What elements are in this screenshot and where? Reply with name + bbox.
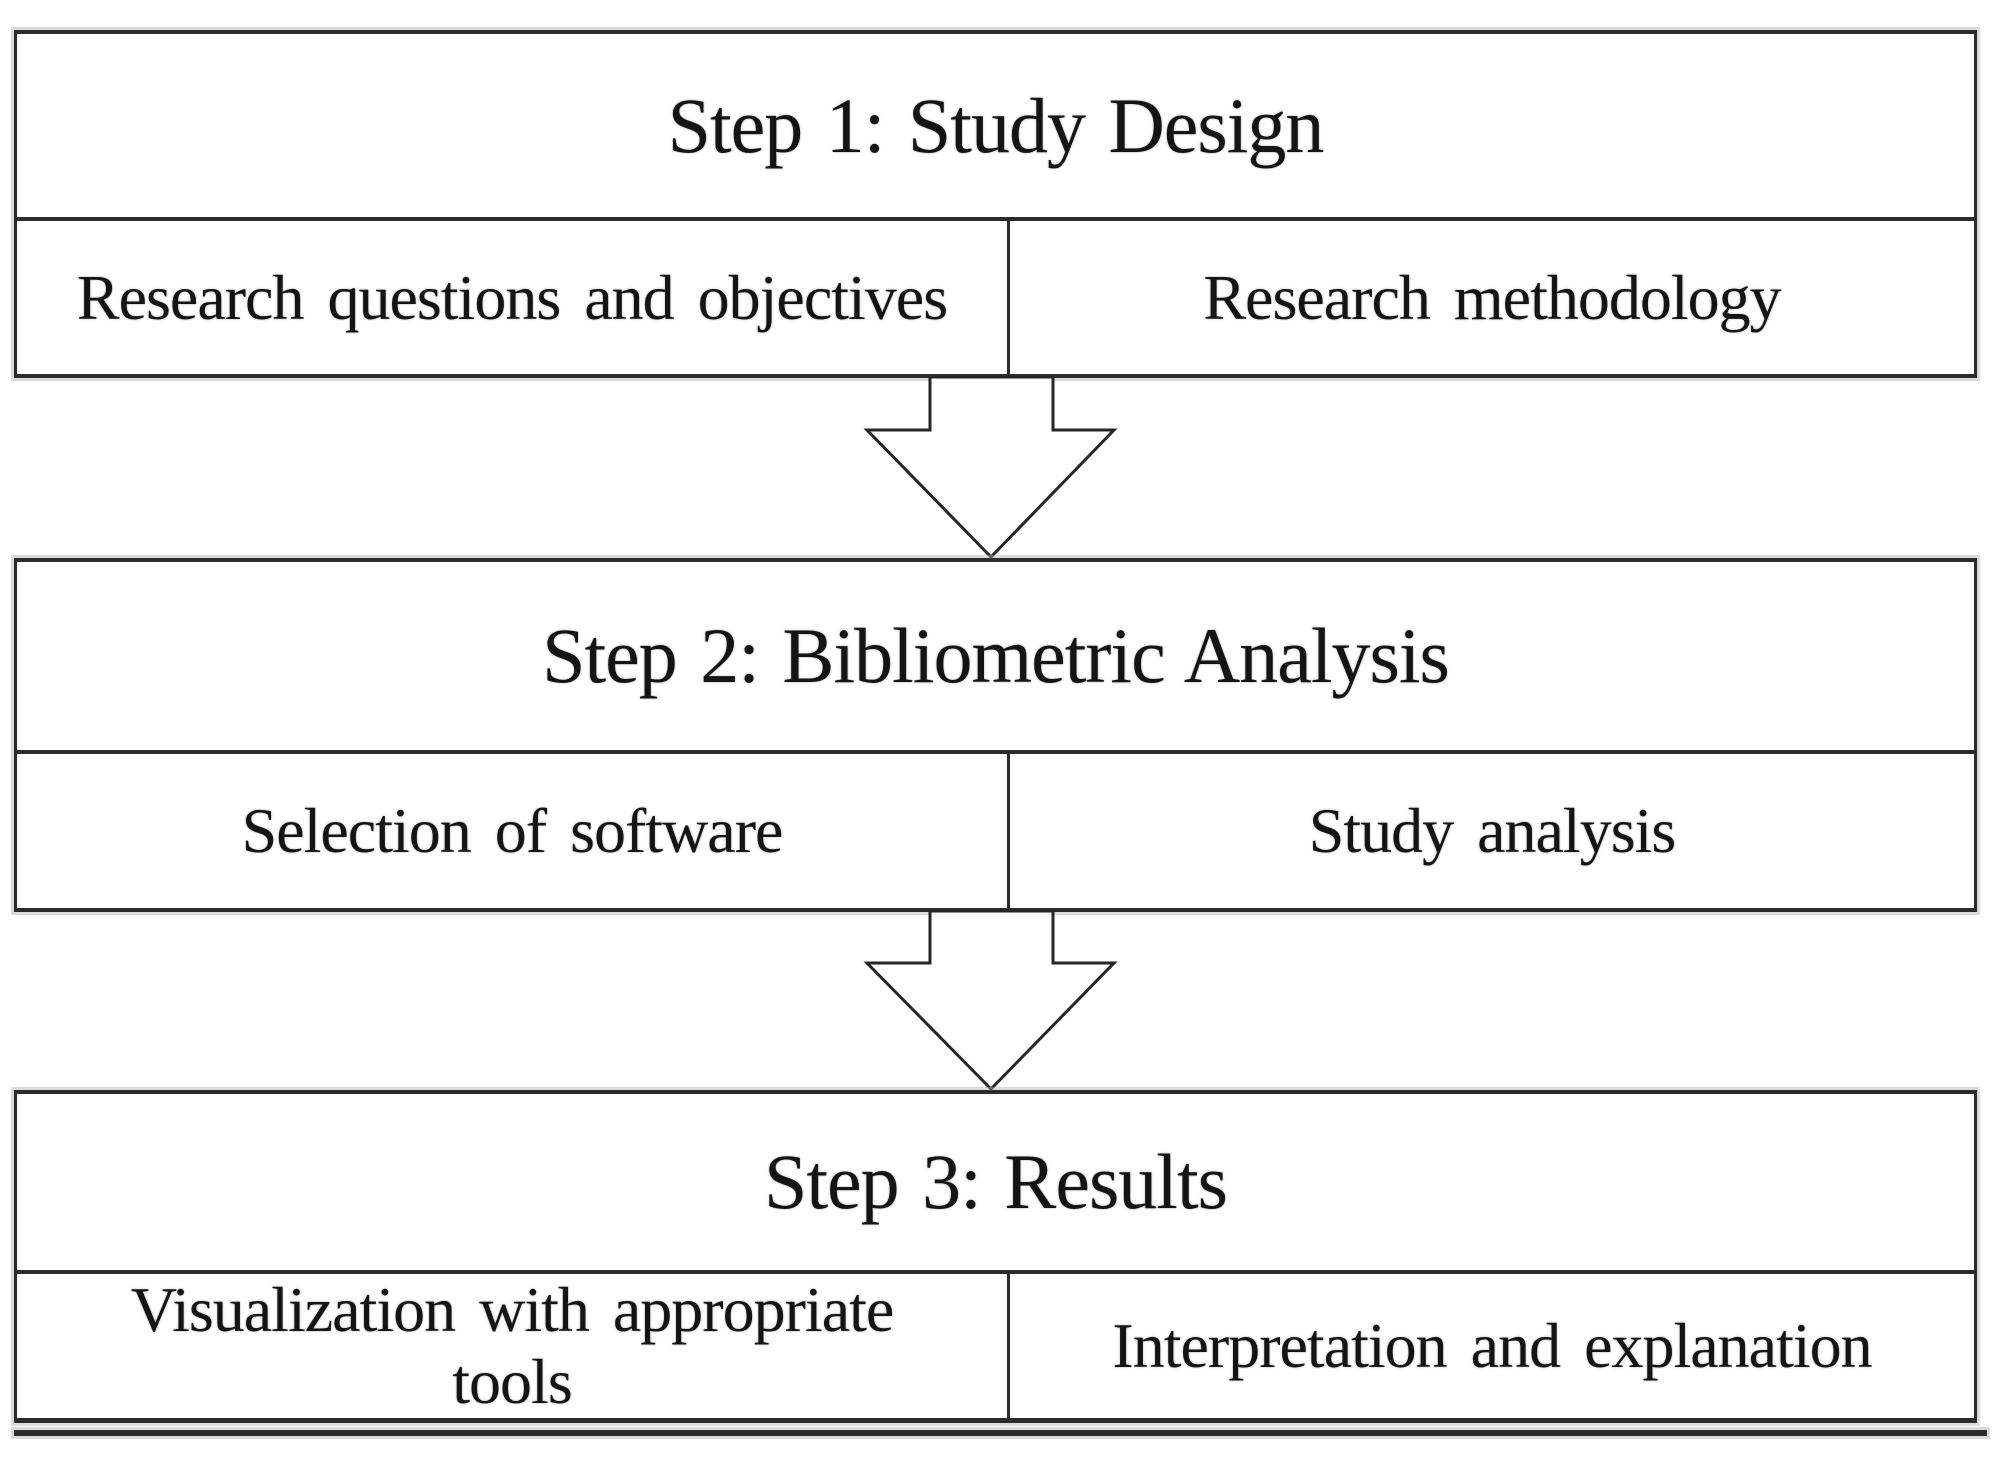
bottom-rule-divider xyxy=(14,1430,1987,1436)
step2-title: Step 2: Bibliometric Analysis xyxy=(17,562,1974,754)
step1-cell-right: Research methodology xyxy=(1203,261,1781,333)
step2-box: Step 2: Bibliometric Analysis Selection … xyxy=(14,558,1977,912)
step1-cell-left: Research questions and objectives xyxy=(17,221,1010,374)
down-arrow-icon xyxy=(863,376,1118,560)
step2-cell-right: Study analysis xyxy=(1308,795,1677,867)
step3-cell-left: Visualization with appropriate tools xyxy=(17,1274,1010,1418)
step1-row: Research questions and objectives Resear… xyxy=(17,221,1974,374)
step3-cell-right: Interpretation and explanation xyxy=(1112,1310,1872,1382)
step3-title: Step 3: Results xyxy=(17,1094,1974,1274)
step1-box: Step 1: Study Design Research questions … xyxy=(14,30,1977,378)
step2-cell-left: Selection of software xyxy=(17,754,1010,908)
step3-row: Visualization with appropriate tools Int… xyxy=(17,1274,1974,1418)
down-arrow-icon xyxy=(863,910,1118,1092)
step3-box: Step 3: Results Visualization with appro… xyxy=(14,1090,1977,1423)
step1-title: Step 1: Study Design xyxy=(17,34,1974,221)
step2-row: Selection of software Study analysis xyxy=(17,754,1974,908)
